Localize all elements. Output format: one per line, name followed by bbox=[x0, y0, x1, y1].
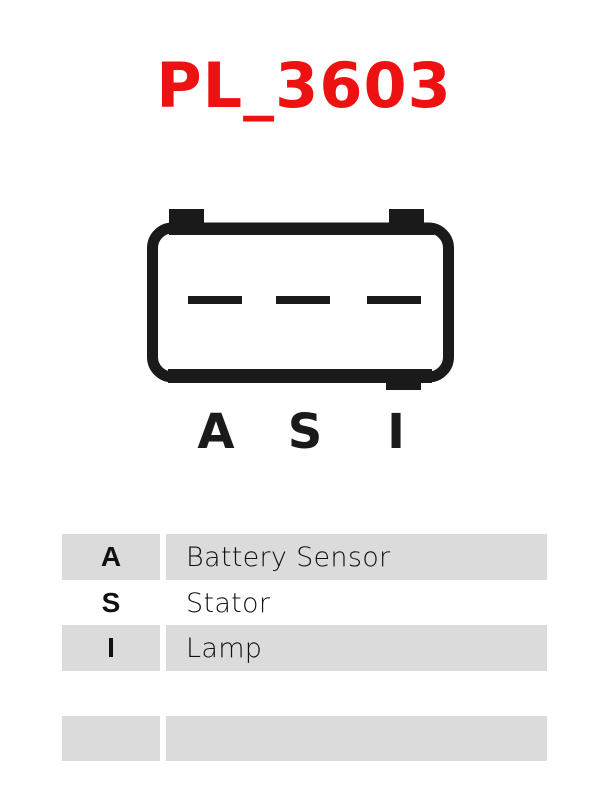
legend-description bbox=[166, 716, 547, 761]
part-number-title: PL_3603 bbox=[156, 49, 452, 122]
legend-row: I Lamp bbox=[62, 625, 547, 671]
legend-description: Stator bbox=[186, 587, 271, 619]
legend-row bbox=[62, 670, 547, 716]
legend-code bbox=[62, 716, 160, 761]
legend-code: I bbox=[62, 625, 160, 671]
pin-label-a: A bbox=[197, 404, 235, 460]
legend-description: Battery Sensor bbox=[166, 534, 547, 580]
legend-code: A bbox=[62, 534, 160, 580]
legend-row: S Stator bbox=[62, 580, 547, 626]
legend-code: S bbox=[101, 587, 121, 618]
pin-slot-a-icon bbox=[188, 296, 242, 304]
pin-label-s: S bbox=[287, 404, 323, 460]
legend-row: A Battery Sensor bbox=[62, 534, 547, 580]
legend-description: Lamp bbox=[166, 625, 547, 671]
connector-housing-icon bbox=[147, 209, 454, 390]
legend-description bbox=[166, 670, 547, 716]
pin-slot-i-icon bbox=[367, 296, 421, 304]
legend-code bbox=[62, 670, 160, 716]
pin-label-i: I bbox=[387, 404, 405, 460]
pin-slot-s-icon bbox=[276, 296, 330, 304]
legend-row bbox=[62, 716, 547, 761]
pin-slots bbox=[188, 296, 421, 304]
connector-diagram bbox=[147, 209, 454, 390]
